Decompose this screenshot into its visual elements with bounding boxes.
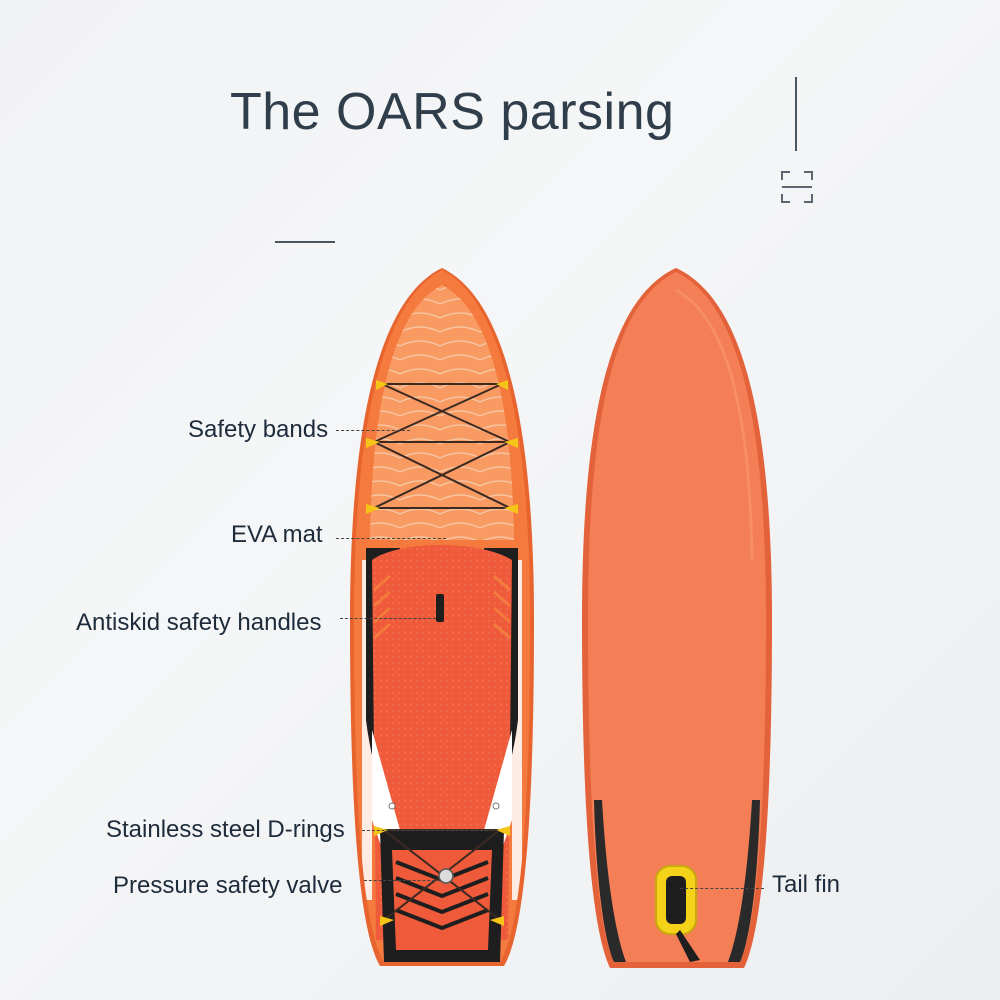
leader-pressure-valve xyxy=(364,880,440,881)
leader-eva-mat xyxy=(336,538,446,539)
deck-board xyxy=(350,268,534,966)
decorative-horizontal-line xyxy=(275,241,335,243)
label-antiskid-handles: Antiskid safety handles xyxy=(76,609,322,636)
label-safety-bands: Safety bands xyxy=(188,416,329,443)
label-d-rings: Stainless steel D-rings xyxy=(106,816,345,843)
label-tail-fin: Tail fin xyxy=(772,871,841,898)
leader-antiskid-handles xyxy=(340,618,436,619)
label-eva-mat: EVA mat xyxy=(231,521,323,548)
label-pressure-valve: Pressure safety valve xyxy=(113,872,343,899)
leader-tail-fin xyxy=(680,888,764,889)
leader-d-rings xyxy=(362,830,498,831)
decorative-vertical-line xyxy=(795,77,797,151)
expand-frame-icon xyxy=(781,171,813,203)
page-title: The OARS parsing xyxy=(230,83,675,141)
leader-safety-bands xyxy=(336,430,410,431)
bottom-board xyxy=(582,268,772,968)
